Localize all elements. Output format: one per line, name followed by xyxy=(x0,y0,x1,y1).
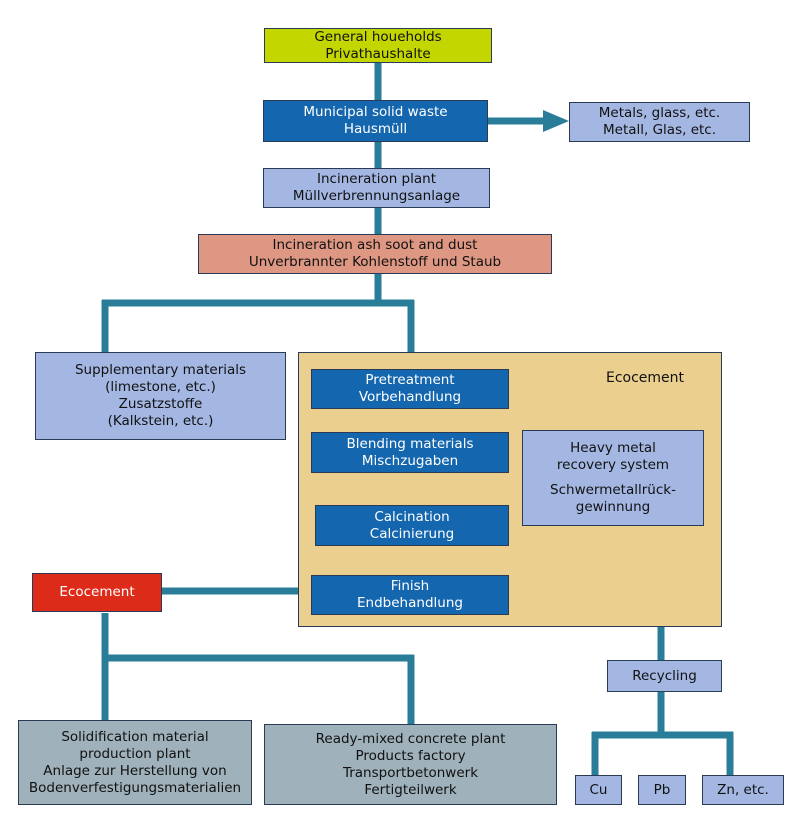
finish-label-de: Endbehandlung xyxy=(357,595,463,611)
node-finish: Finish Endbehandlung xyxy=(311,575,509,615)
readymix-label-1: Ready-mixed concrete plant xyxy=(315,730,506,747)
node-solidification-plant: Solidification material production plant… xyxy=(18,720,252,805)
solidification-label-2: production plant xyxy=(79,745,191,762)
ecocement-label: Ecocement xyxy=(59,584,135,600)
blending-label-de: Mischzugaben xyxy=(361,452,459,469)
node-cu: Cu xyxy=(575,775,622,805)
households-label-en: General houeholds xyxy=(314,28,442,45)
ash-label-de: Unverbrannter Kohlenstoff und Staub xyxy=(248,254,502,270)
pretreatment-label-en: Pretreatment xyxy=(365,372,455,388)
solidification-label-4: Bodenverfestigungsmaterialien xyxy=(28,779,242,796)
readymix-label-3: Transportbetonwerk xyxy=(342,764,479,781)
supplementary-label-2: (limestone, etc.) xyxy=(105,379,216,395)
heavy-metal-label-1: Heavy metal xyxy=(570,440,656,456)
incineration-plant-label-de: Müllverbrennungsanlage xyxy=(292,188,461,204)
readymix-label-4: Fertigteilwerk xyxy=(364,781,457,798)
pb-label: Pb xyxy=(653,781,671,798)
blending-label-en: Blending materials xyxy=(346,435,474,452)
node-recycling: Recycling xyxy=(607,660,722,692)
node-blending-materials: Blending materials Mischzugaben xyxy=(311,432,509,473)
supplementary-label-4: (Kalkstein, etc.) xyxy=(107,413,214,429)
ash-label-en: Incineration ash soot and dust xyxy=(272,237,478,253)
node-municipal-solid-waste: Municipal solid waste Hausmüll xyxy=(263,100,488,142)
incineration-plant-label-en: Incineration plant xyxy=(317,171,436,187)
ecocement-panel-title: Ecocement xyxy=(606,370,685,386)
zn-label: Zn, etc. xyxy=(717,781,769,798)
metals-label-en: Metals, glass, etc. xyxy=(598,105,721,121)
node-calcination: Calcination Calcinierung xyxy=(315,505,509,546)
node-zn: Zn, etc. xyxy=(702,775,784,805)
cu-label: Cu xyxy=(589,781,608,798)
calcination-label-de: Calcinierung xyxy=(369,525,455,542)
solidification-label-1: Solidification material xyxy=(61,728,209,745)
msw-label-en: Municipal solid waste xyxy=(303,104,448,120)
heavy-metal-label-4: gewinnung xyxy=(575,499,651,515)
node-metals-glass: Metals, glass, etc. Metall, Glas, etc. xyxy=(569,102,750,142)
supplementary-label-1: Supplementary materials xyxy=(74,362,247,378)
solidification-label-3: Anlage zur Herstellung von xyxy=(43,762,227,779)
node-supplementary-materials: Supplementary materials (limestone, etc.… xyxy=(35,352,286,440)
recycling-label: Recycling xyxy=(632,667,697,684)
node-households: General houeholds Privathaushalte xyxy=(264,28,492,63)
node-ecocement: Ecocement xyxy=(32,573,162,612)
metals-label-de: Metall, Glas, etc. xyxy=(602,122,717,138)
msw-label-de: Hausmüll xyxy=(343,121,408,137)
households-label-de: Privathaushalte xyxy=(325,45,431,62)
node-heavy-metal-recovery: Heavy metal recovery system Schwermetall… xyxy=(522,430,704,526)
heavy-metal-label-3: Schwermetallrück- xyxy=(550,482,676,498)
node-pb: Pb xyxy=(638,775,686,805)
node-incineration-ash: Incineration ash soot and dust Unverbran… xyxy=(198,234,552,274)
readymix-label-2: Products factory xyxy=(355,747,466,764)
node-readymix-plant: Ready-mixed concrete plant Products fact… xyxy=(264,724,557,805)
finish-label-en: Finish xyxy=(390,578,430,594)
arrow-head-icon xyxy=(543,110,569,132)
heavy-metal-label-2: recovery system xyxy=(556,457,670,473)
calcination-label-en: Calcination xyxy=(374,508,450,525)
node-pretreatment: Pretreatment Vorbehandlung xyxy=(311,369,509,409)
node-incineration-plant: Incineration plant Müllverbrennungsanlag… xyxy=(263,168,490,208)
pretreatment-label-de: Vorbehandlung xyxy=(358,389,462,405)
supplementary-label-3: Zusatzstoffe xyxy=(118,396,203,412)
